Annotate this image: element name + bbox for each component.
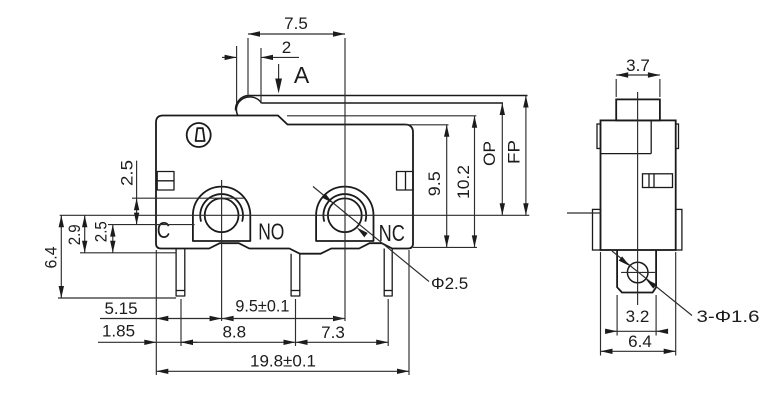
svg-text:NC: NC xyxy=(379,220,405,246)
svg-text:19.8±0.1: 19.8±0.1 xyxy=(250,351,316,370)
svg-text:C: C xyxy=(157,217,171,243)
svg-text:2.5: 2.5 xyxy=(118,160,137,186)
svg-text:5.15: 5.15 xyxy=(104,299,137,318)
svg-text:2: 2 xyxy=(282,38,291,57)
svg-text:NO: NO xyxy=(258,219,284,245)
svg-text:3.2: 3.2 xyxy=(626,307,650,326)
svg-text:10.2: 10.2 xyxy=(454,165,473,199)
svg-text:A: A xyxy=(294,62,310,88)
svg-text:FP: FP xyxy=(505,140,524,164)
svg-text:Φ2.5: Φ2.5 xyxy=(431,274,468,293)
svg-text:9.5±0.1: 9.5±0.1 xyxy=(235,297,289,316)
svg-text:9.5: 9.5 xyxy=(425,171,444,196)
svg-text:6.4: 6.4 xyxy=(628,332,652,351)
svg-text:2.9: 2.9 xyxy=(65,224,84,245)
svg-text:1.85: 1.85 xyxy=(102,322,135,341)
svg-text:3.7: 3.7 xyxy=(626,56,650,75)
svg-text:3-Φ1.6: 3-Φ1.6 xyxy=(697,307,760,326)
svg-text:7.3: 7.3 xyxy=(321,323,345,342)
svg-text:OP: OP xyxy=(480,141,499,166)
svg-text:8.8: 8.8 xyxy=(222,322,246,341)
svg-text:7.5: 7.5 xyxy=(284,14,308,33)
svg-text:6.4: 6.4 xyxy=(42,247,61,269)
svg-text:2.5: 2.5 xyxy=(92,221,111,242)
